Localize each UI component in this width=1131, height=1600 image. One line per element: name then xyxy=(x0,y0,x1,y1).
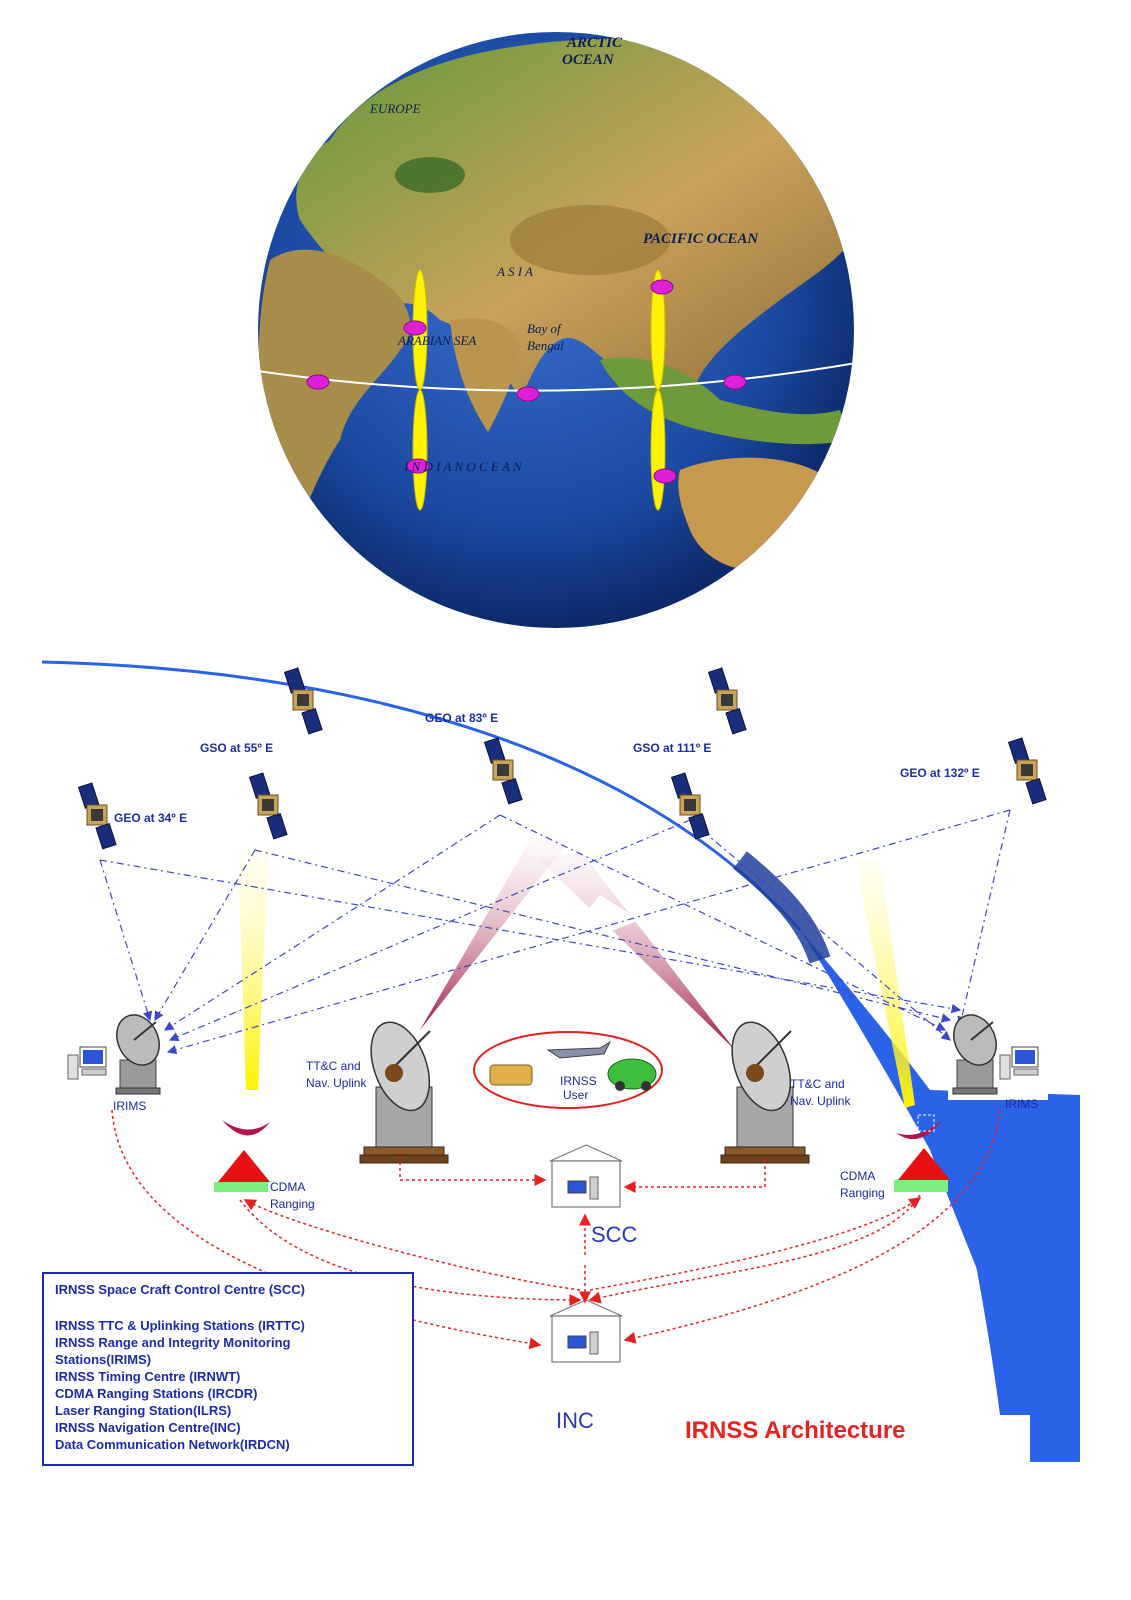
label-geo34: GEO at 34º E xyxy=(114,811,187,825)
label-pacific: PACIFIC OCEAN xyxy=(643,231,759,247)
label-user-2: User xyxy=(563,1088,588,1102)
legend-item-6: Laser Ranging Station(ILRS) xyxy=(55,1403,231,1418)
satellite-geo132 xyxy=(1008,737,1047,805)
cdma-ranging-right xyxy=(894,1114,950,1192)
ttc-left-station xyxy=(359,1013,449,1164)
label-europe: EUROPE xyxy=(369,101,421,116)
beam-yellow-left xyxy=(238,850,268,1090)
landmasses xyxy=(258,38,854,571)
label-arabian-sea: ARABIAN SEA xyxy=(397,333,476,348)
satellite-gso55 xyxy=(249,772,288,840)
label-ttc-left-2: Nav. Uplink xyxy=(306,1076,367,1090)
label-irims-right: IRIMS xyxy=(1005,1097,1038,1111)
legend-item-1: IRNSS TTC & Uplinking Stations (IRTTC) xyxy=(55,1318,305,1333)
airplane-icon xyxy=(546,1040,612,1059)
cdma-ranging-left xyxy=(214,1120,270,1192)
ranging-links xyxy=(99,809,1011,1055)
scc-building xyxy=(549,1144,623,1208)
label-irims-left: IRIMS xyxy=(113,1099,146,1113)
legend-box: IRNSS Space Craft Control Centre (SCC) I… xyxy=(42,1272,414,1466)
label-ttc-left-1: TT&C and xyxy=(306,1059,361,1073)
label-cdma-left-1: CDMA xyxy=(270,1180,305,1194)
label-cdma-left-2: Ranging xyxy=(270,1197,315,1211)
label-cdma-right-2: Ranging xyxy=(840,1186,885,1200)
label-indian-ocean: I N D I A N O C E A N xyxy=(403,459,523,474)
legend-item-5: CDMA Ranging Stations (IRCDR) xyxy=(55,1386,257,1401)
legend-item-7: IRNSS Navigation Centre(INC) xyxy=(55,1420,241,1435)
label-geo83: GEO at 83º E xyxy=(425,711,498,725)
label-gso55: GSO at 55º E xyxy=(200,741,273,755)
communication-links xyxy=(111,1109,1001,1350)
label-geo132: GEO at 132º E xyxy=(900,766,980,780)
label-bay-2: Bengal xyxy=(527,338,564,353)
label-bay-1: Bay of xyxy=(527,321,563,336)
label-scc: SCC xyxy=(591,1222,638,1247)
satellite-geo34 xyxy=(78,782,117,850)
inc-building xyxy=(549,1299,623,1363)
label-arctic-2: OCEAN xyxy=(562,52,615,68)
satellite-top-right xyxy=(708,667,747,735)
equator-line xyxy=(258,361,854,392)
diagram-title: IRNSS Architecture xyxy=(685,1417,906,1444)
legend-item-0: IRNSS Space Craft Control Centre (SCC) xyxy=(55,1282,305,1297)
label-gso111: GSO at 111º E xyxy=(633,741,711,755)
globe: ARCTIC OCEAN EUROPE PACIFIC OCEAN A S I … xyxy=(258,32,854,628)
satellite-geo83 xyxy=(484,737,523,805)
legend-item-4: IRNSS Timing Centre (IRNWT) xyxy=(55,1369,240,1384)
beam-maroon-right xyxy=(540,850,735,1050)
irims-left-station xyxy=(67,1006,169,1095)
label-arctic-1: ARCTIC xyxy=(566,35,623,51)
satellite-markers xyxy=(306,279,747,484)
beam-yellow-right xyxy=(855,860,915,1108)
legend-item-2: IRNSS Range and Integrity Monitoring xyxy=(55,1335,291,1350)
label-ttc-right-2: Nav. Uplink xyxy=(790,1094,851,1108)
label-cdma-right-1: CDMA xyxy=(840,1169,875,1183)
satellite-gso111 xyxy=(671,772,710,840)
label-inc: INC xyxy=(556,1408,594,1433)
bus-icon xyxy=(489,1064,533,1086)
satellite-top-left xyxy=(284,667,323,735)
label-asia: A S I A xyxy=(496,264,533,279)
beam-maroon-left xyxy=(420,840,570,1030)
label-ttc-right-1: TT&C and xyxy=(790,1077,845,1091)
label-user-1: IRNSS xyxy=(560,1074,597,1088)
legend-item-3: Stations(IRIMS) xyxy=(55,1352,151,1367)
orbit-arc xyxy=(41,660,802,931)
irnss-user-group xyxy=(473,1031,663,1109)
legend-item-8: Data Communication Network(IRDCN) xyxy=(55,1437,290,1452)
